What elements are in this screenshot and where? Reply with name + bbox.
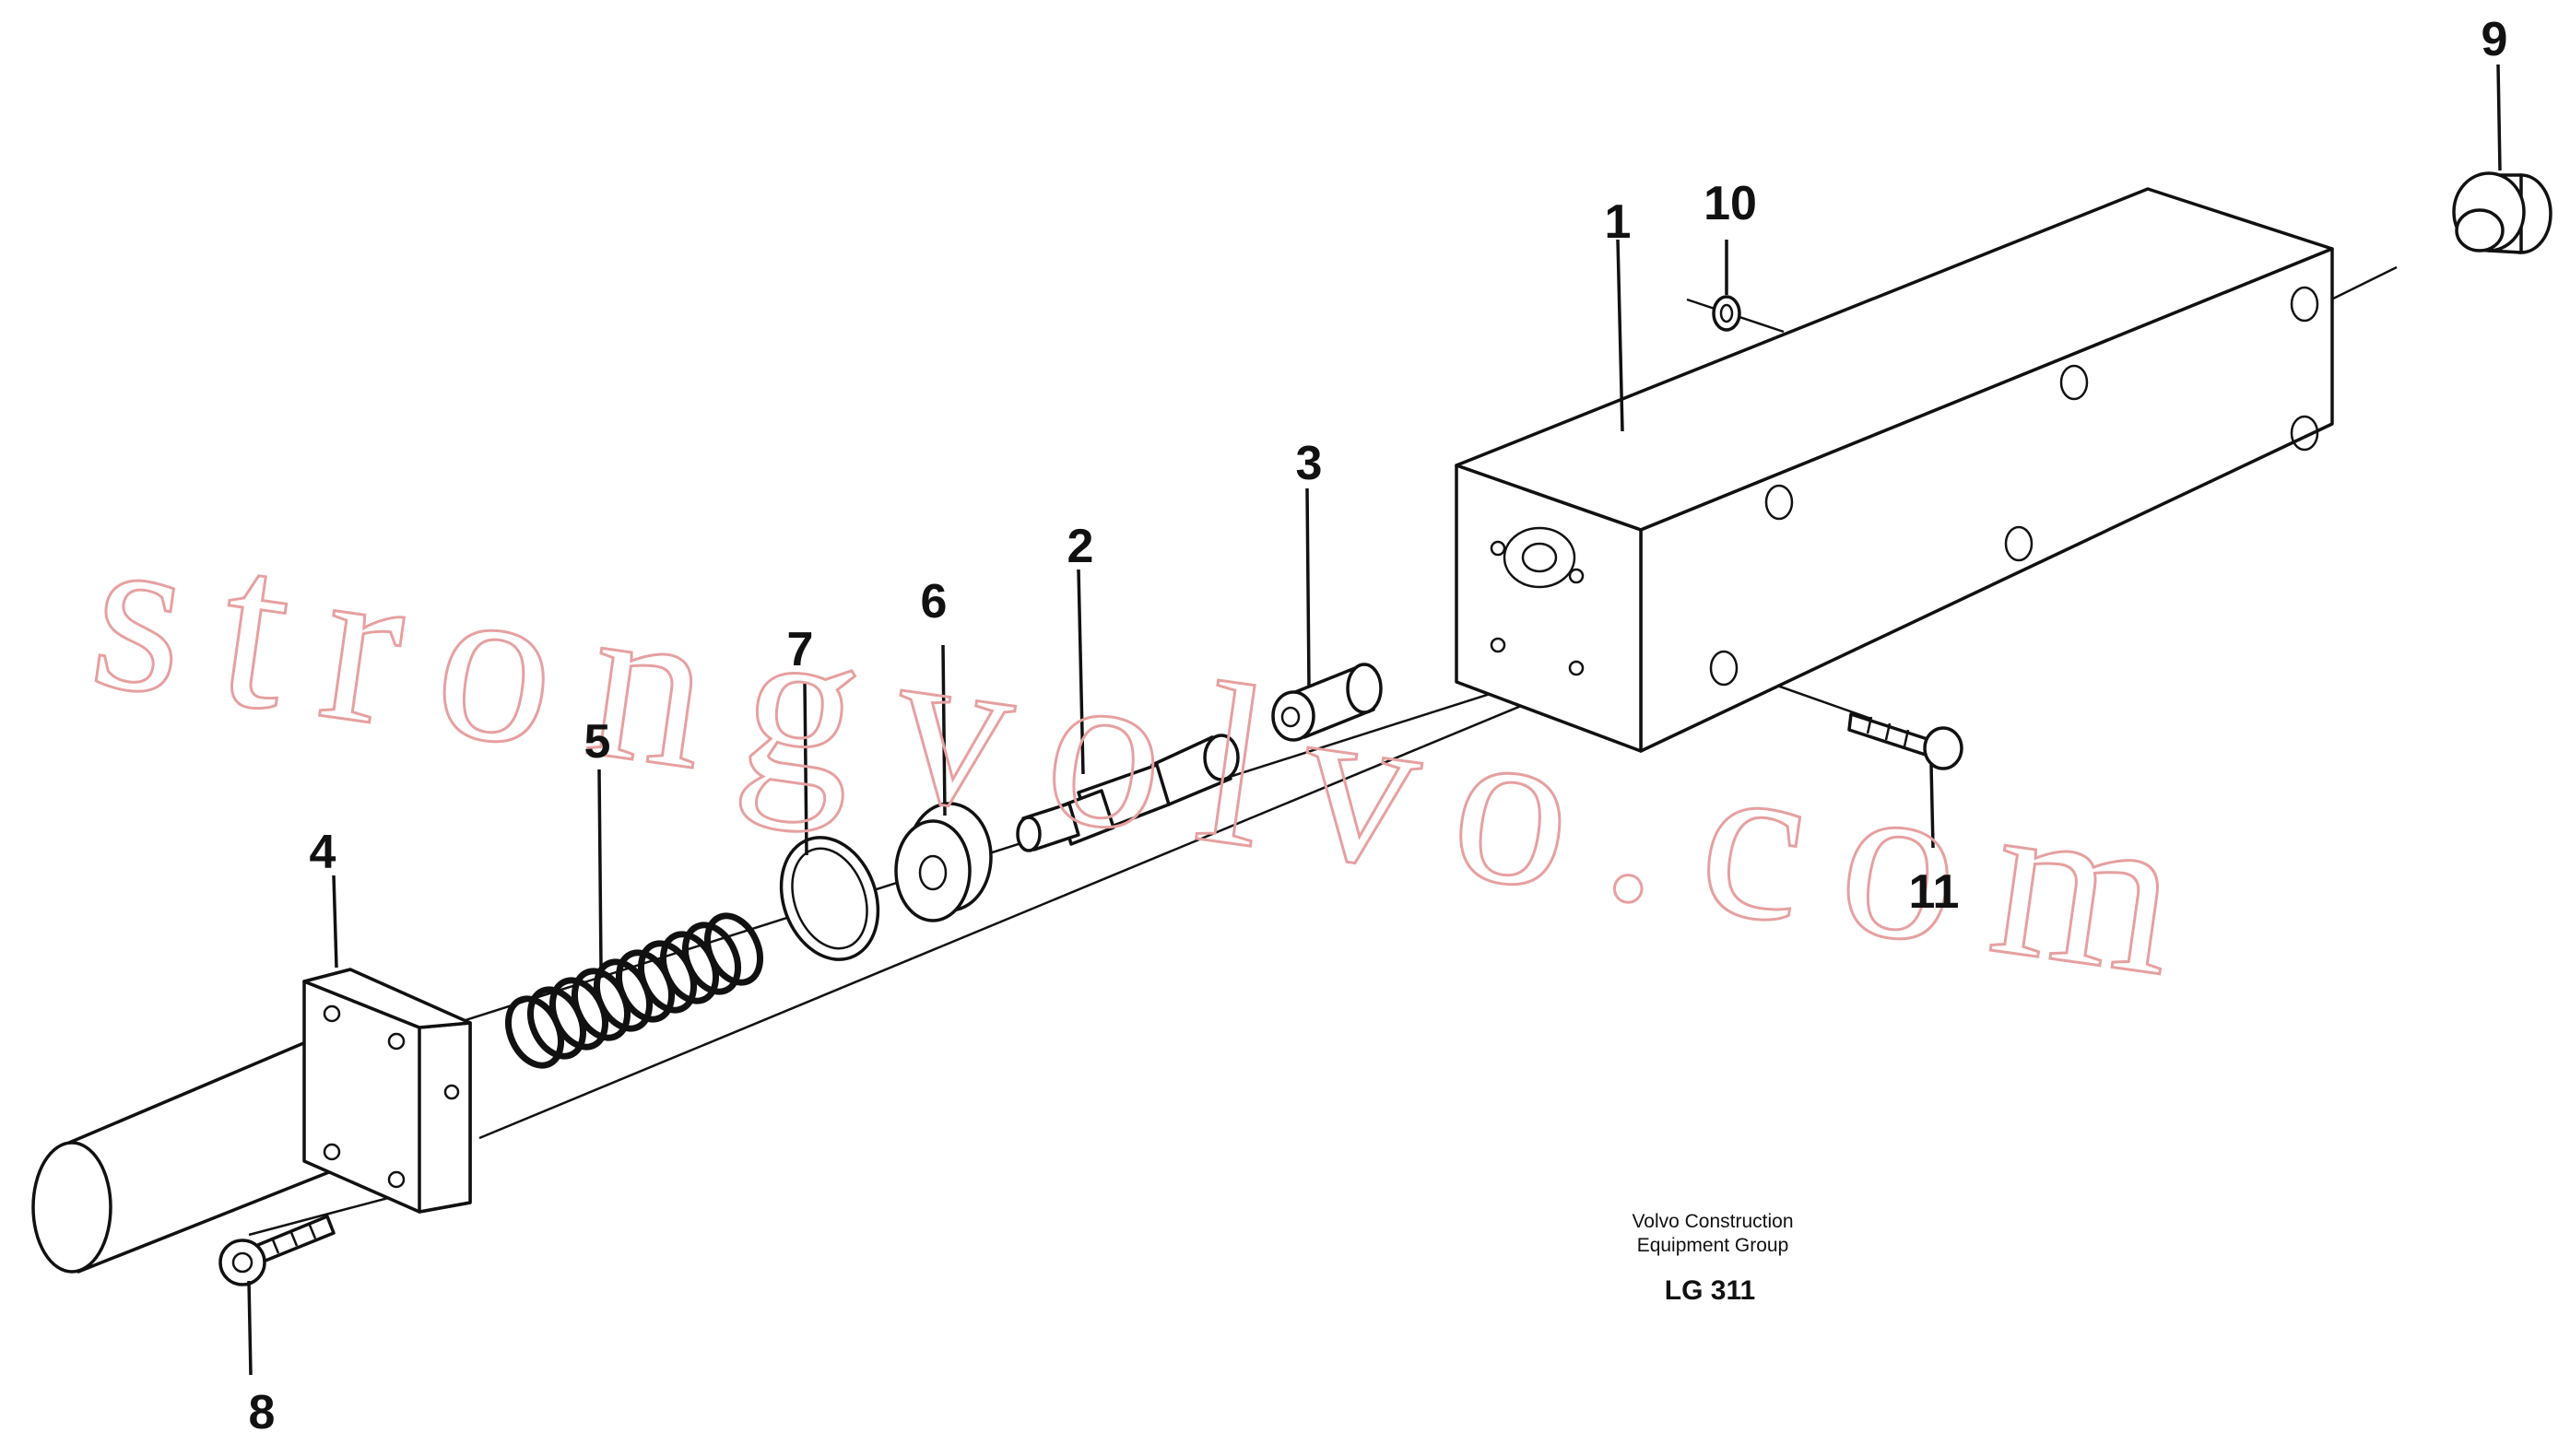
caption-line-2: Equipment Group (1637, 1235, 1789, 1256)
callout-8: 8 (249, 1386, 276, 1439)
spring-coil (703, 912, 764, 986)
callout-4: 4 (310, 826, 336, 879)
drawing-code: LG 311 (1665, 1275, 1755, 1306)
caption-line-1: Volvo Construction (1632, 1211, 1793, 1232)
spool-part (1016, 734, 1240, 852)
callout-labels: 1 2 3 4 5 6 7 8 9 10 11 (249, 13, 2508, 1439)
callout-9: 9 (2482, 13, 2508, 66)
callout-11: 11 (1909, 865, 1960, 919)
callout-7: 7 (787, 623, 814, 676)
callout-1: 1 (1605, 195, 1632, 249)
washer-part (894, 802, 993, 922)
caption: Volvo Construction Equipment Group LG 31… (1632, 1211, 1793, 1306)
callout-2: 2 (1067, 520, 1094, 573)
plug-part (2452, 171, 2552, 254)
valve-seat-part (1271, 663, 1383, 742)
housing-port-holes (1490, 286, 2319, 687)
valve-housing-block (1455, 187, 2334, 753)
callout-10: 10 (1704, 177, 1757, 230)
callout-6: 6 (921, 575, 948, 628)
cover-with-tube-part (31, 968, 472, 1274)
large-o-ring-part (779, 836, 880, 961)
leader-lines (247, 64, 2502, 1376)
screw-part-left (218, 1215, 336, 1286)
screw-part-right (1847, 712, 1963, 770)
callout-3: 3 (1296, 437, 1323, 490)
small-o-ring-part (1712, 295, 1741, 332)
spring-coil (681, 922, 742, 995)
callout-5: 5 (584, 715, 611, 769)
spring-part (504, 912, 764, 1069)
